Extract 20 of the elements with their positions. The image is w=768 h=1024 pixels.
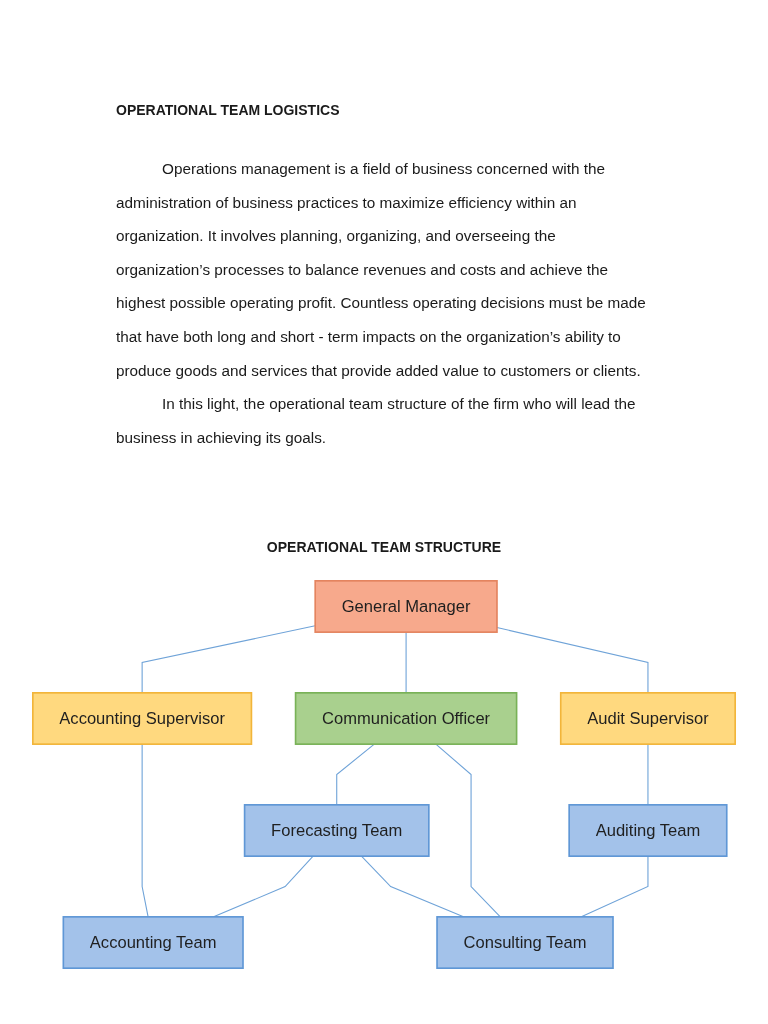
node-box: Audit Supervisor bbox=[559, 692, 736, 745]
node-box: Forecasting Team bbox=[243, 804, 430, 857]
connector bbox=[405, 631, 407, 694]
page-heading: OPERATIONAL TEAM LOGISTICS bbox=[116, 102, 341, 118]
connector bbox=[336, 743, 375, 806]
connector bbox=[141, 625, 316, 694]
node-box: Communication Officer bbox=[294, 692, 518, 745]
paragraph: In this light, the operational team structure of the firm who will lead the business in achieving its goals. bbox=[116, 394, 637, 448]
connector bbox=[213, 855, 314, 918]
paragraph: Operations management is a field of business concerned with the administration of business practices to maximize efficiency within an organization. It involves planning, organizing, and overseeing the organization’s processes to balance revenues and costs and achieve the highest possible operating profit. Countless operating decisions must be made that have both long and short - term impacts on the organization’s ability to produce goods and services that provide added value to customers or clients. bbox=[116, 159, 647, 381]
node-box: Accounting Supervisor bbox=[32, 692, 253, 745]
connector bbox=[435, 743, 501, 918]
connector bbox=[496, 627, 649, 694]
node-box: General Manager bbox=[314, 580, 498, 633]
connector bbox=[141, 743, 149, 918]
connector bbox=[647, 743, 649, 806]
node-box: Accounting Team bbox=[62, 916, 244, 969]
node-box: Auditing Team bbox=[568, 804, 728, 857]
diagram-title: OPERATIONAL TEAM STRUCTURE bbox=[266, 539, 502, 555]
node-box: Consulting Team bbox=[436, 916, 614, 969]
